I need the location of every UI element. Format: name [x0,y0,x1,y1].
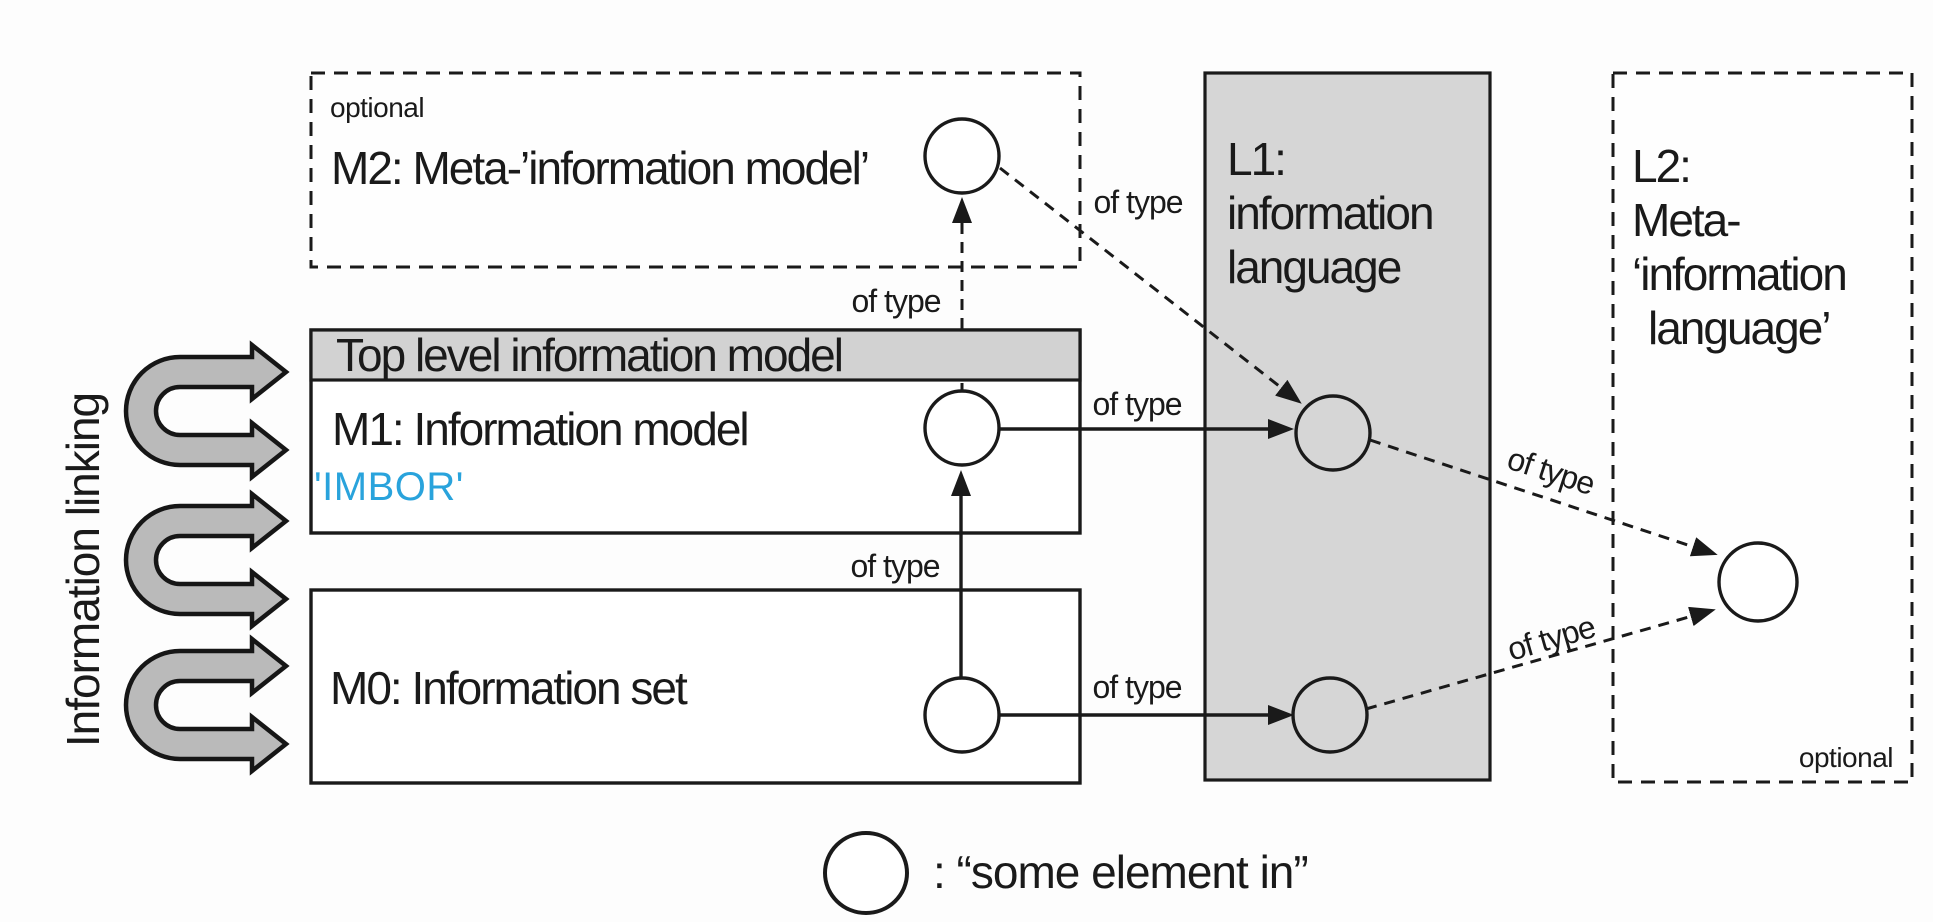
edge-label-m1-to-l1: of type [1092,386,1182,422]
edge-l1-lower-to-l2-dashed-arrow [1365,606,1716,711]
m1-imbor-subtitle: 'IMBOR' [314,465,464,509]
l2-title-block: L2: Meta- ‘information language’ [1632,139,1848,355]
l1-title-line: information [1227,187,1435,239]
loop-arrow-icon-2 [123,489,290,631]
legend-element-circle [823,831,909,915]
loop-arrow-icon-1 [123,340,290,482]
l2-title-line: L2: [1632,140,1692,192]
top-level-header-title: Top level information model [336,329,844,381]
m0-element-circle [923,676,1001,754]
l1-title-line: L1: [1227,133,1287,185]
l2-title-line: Meta- [1632,194,1742,246]
information-linking-label: Information linking [57,392,109,748]
legend-text: : “some element in” [933,846,1309,898]
m0-title: M0: Information set [330,662,688,714]
l2-title-line: language’ [1648,302,1832,354]
edge-label-m1-to-m2: of type [851,283,941,319]
m2-element-circle [923,117,1001,195]
l2-element-circle [1717,541,1799,623]
m2-title: M2: Meta-’information model’ [331,142,870,194]
edge-l1-upper-to-l2-dashed-arrow [1369,438,1718,557]
m1-element-circle [923,389,1001,467]
l2-meta-information-language-box [1611,71,1914,784]
l1-lower-element-circle [1291,676,1369,754]
edge-label-m0-to-m1: of type [850,548,940,584]
edge-label-m2-to-l1: of type [1093,184,1183,220]
l1-title-block: L1: information language [1227,132,1435,294]
edge-label-m0-to-l1: of type [1092,669,1182,705]
l2-title-line: ‘information [1632,248,1848,300]
m1-title: M1: Information model [332,403,750,455]
m2-optional-tag: optional [330,92,425,123]
l1-title-line: language [1227,241,1402,293]
edge-m2-to-l1-dashed-arrow [999,166,1302,404]
top-level-information-model-header [309,328,1082,382]
loop-arrow-icon-3 [123,634,290,776]
l2-optional-tag: optional [1798,742,1894,773]
l1-upper-element-circle [1294,394,1372,472]
